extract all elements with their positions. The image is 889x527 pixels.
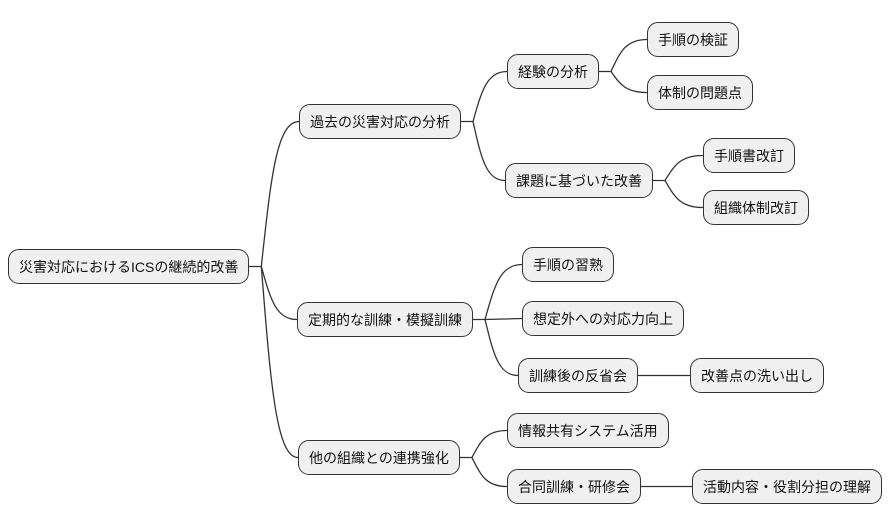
mindmap-node-role-understanding: 活動内容・役割分担の理解 bbox=[692, 469, 882, 504]
mindmap-node-experience-analysis: 経験の分析 bbox=[507, 54, 599, 89]
mindmap-node-past-analysis: 過去の災害対応の分析 bbox=[299, 104, 461, 139]
mindmap-node-procedure-mastery: 手順の習熟 bbox=[522, 247, 614, 282]
mindmap-node-contingency-response: 想定外への対応力向上 bbox=[522, 301, 684, 336]
mindmap-node-org-structure-revision: 組織体制改訂 bbox=[703, 190, 809, 225]
mindmap-node-info-sharing-system: 情報共有システム活用 bbox=[507, 413, 669, 448]
mindmap-node-structure-issues: 体制の問題点 bbox=[647, 75, 753, 110]
mindmap-node-issue-based-improvement: 課題に基づいた改善 bbox=[505, 163, 653, 198]
mindmap-node-joint-training: 合同訓練・研修会 bbox=[507, 469, 641, 504]
mindmap-node-regular-training: 定期的な訓練・模擬訓練 bbox=[297, 302, 473, 337]
mindmap-node-improvement-identification: 改善点の洗い出し bbox=[690, 358, 824, 393]
edge-path bbox=[248, 38, 704, 488]
mindmap-node-interorg-cooperation: 他の組織との連携強化 bbox=[298, 440, 460, 475]
mindmap-node-root: 災害対応におけるICSの継続的改善 bbox=[8, 249, 250, 284]
mindmap-node-procedure-verification: 手順の検証 bbox=[647, 22, 739, 57]
mindmap-node-manual-revision: 手順書改訂 bbox=[703, 138, 795, 173]
mindmap-node-post-training-review: 訓練後の反省会 bbox=[518, 358, 638, 393]
